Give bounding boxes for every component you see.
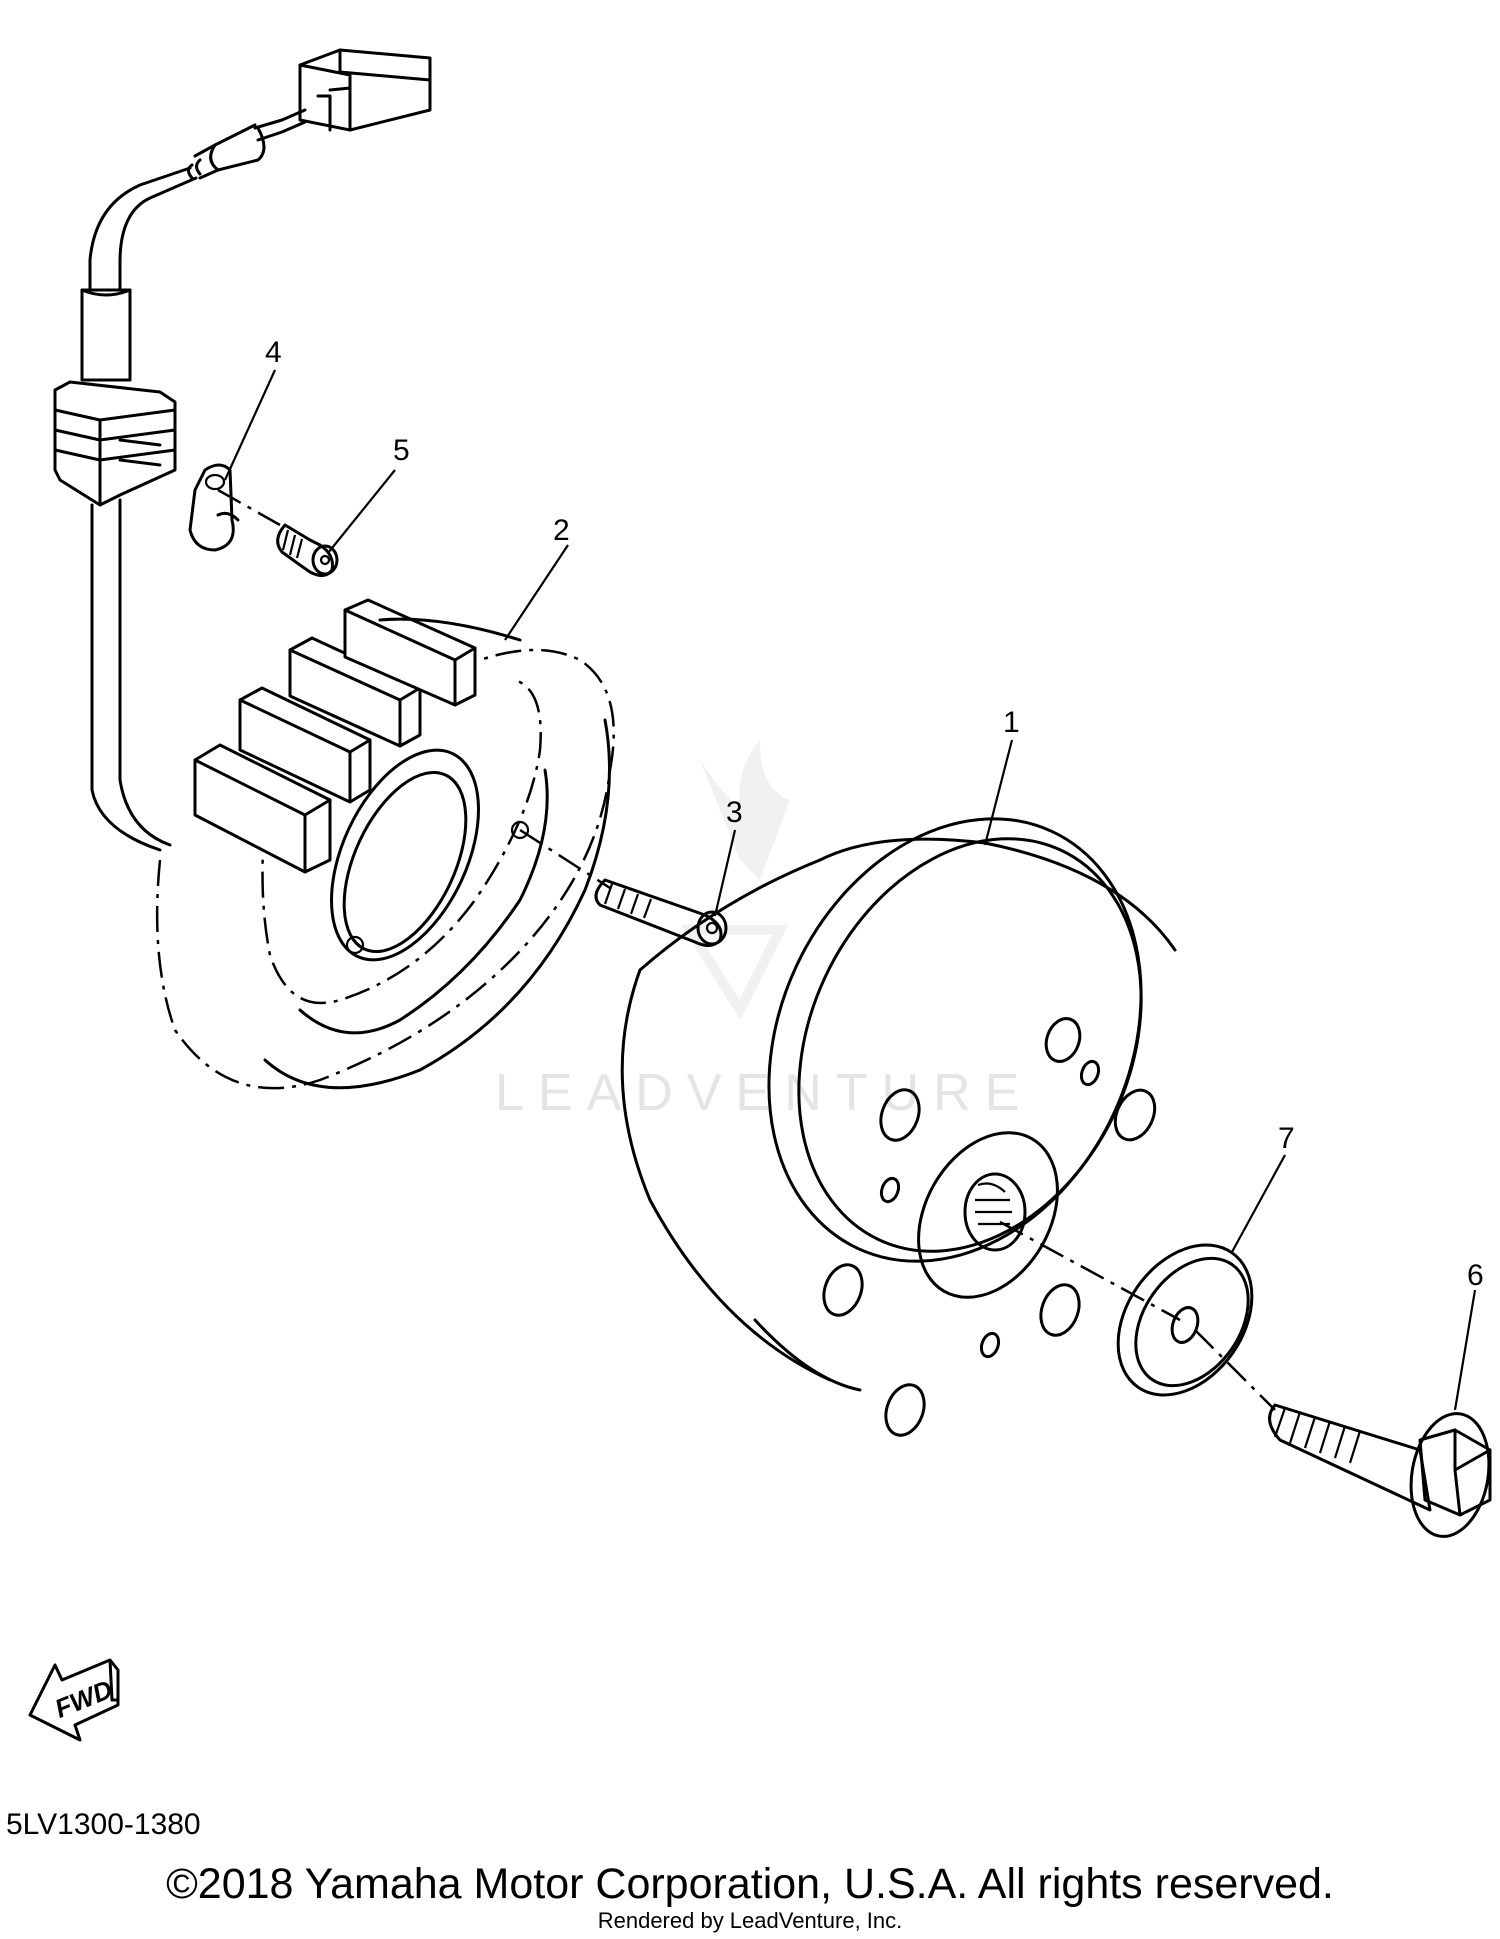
copyright-notice: ©2018 Yamaha Motor Corporation, U.S.A. A… (166, 1860, 1334, 1908)
wire-harness (53, 48, 432, 852)
render-credit: Rendered by LeadVenture, Inc. (597, 1908, 903, 1933)
callout-4: 4 (265, 336, 282, 369)
callout-1: 1 (1003, 706, 1020, 739)
watermark: LEADVENTURE (495, 740, 1033, 1122)
stator (155, 598, 615, 1090)
leader-lines (223, 369, 1477, 1411)
callout-labels: 1 2 3 4 5 6 7 (265, 336, 1484, 1292)
bolt-3 (594, 878, 728, 947)
clamp (188, 463, 240, 552)
callout-6: 6 (1467, 1259, 1484, 1292)
diagram-code: 5LV1300-1380 (6, 1808, 201, 1841)
callout-7: 7 (1278, 1122, 1295, 1155)
callout-3: 3 (726, 796, 743, 829)
washer-7 (1116, 1243, 1254, 1397)
watermark-text: LEADVENTURE (495, 1064, 1033, 1122)
assembly-lines (217, 488, 1276, 1411)
callout-5: 5 (393, 434, 410, 467)
screw-5 (276, 523, 339, 577)
fwd-arrow-icon: FWD (28, 1658, 120, 1742)
flywheel (620, 817, 1177, 1437)
bolt-6 (1268, 1403, 1492, 1538)
callout-2: 2 (553, 514, 570, 547)
watermark-logo-icon (680, 740, 790, 1021)
